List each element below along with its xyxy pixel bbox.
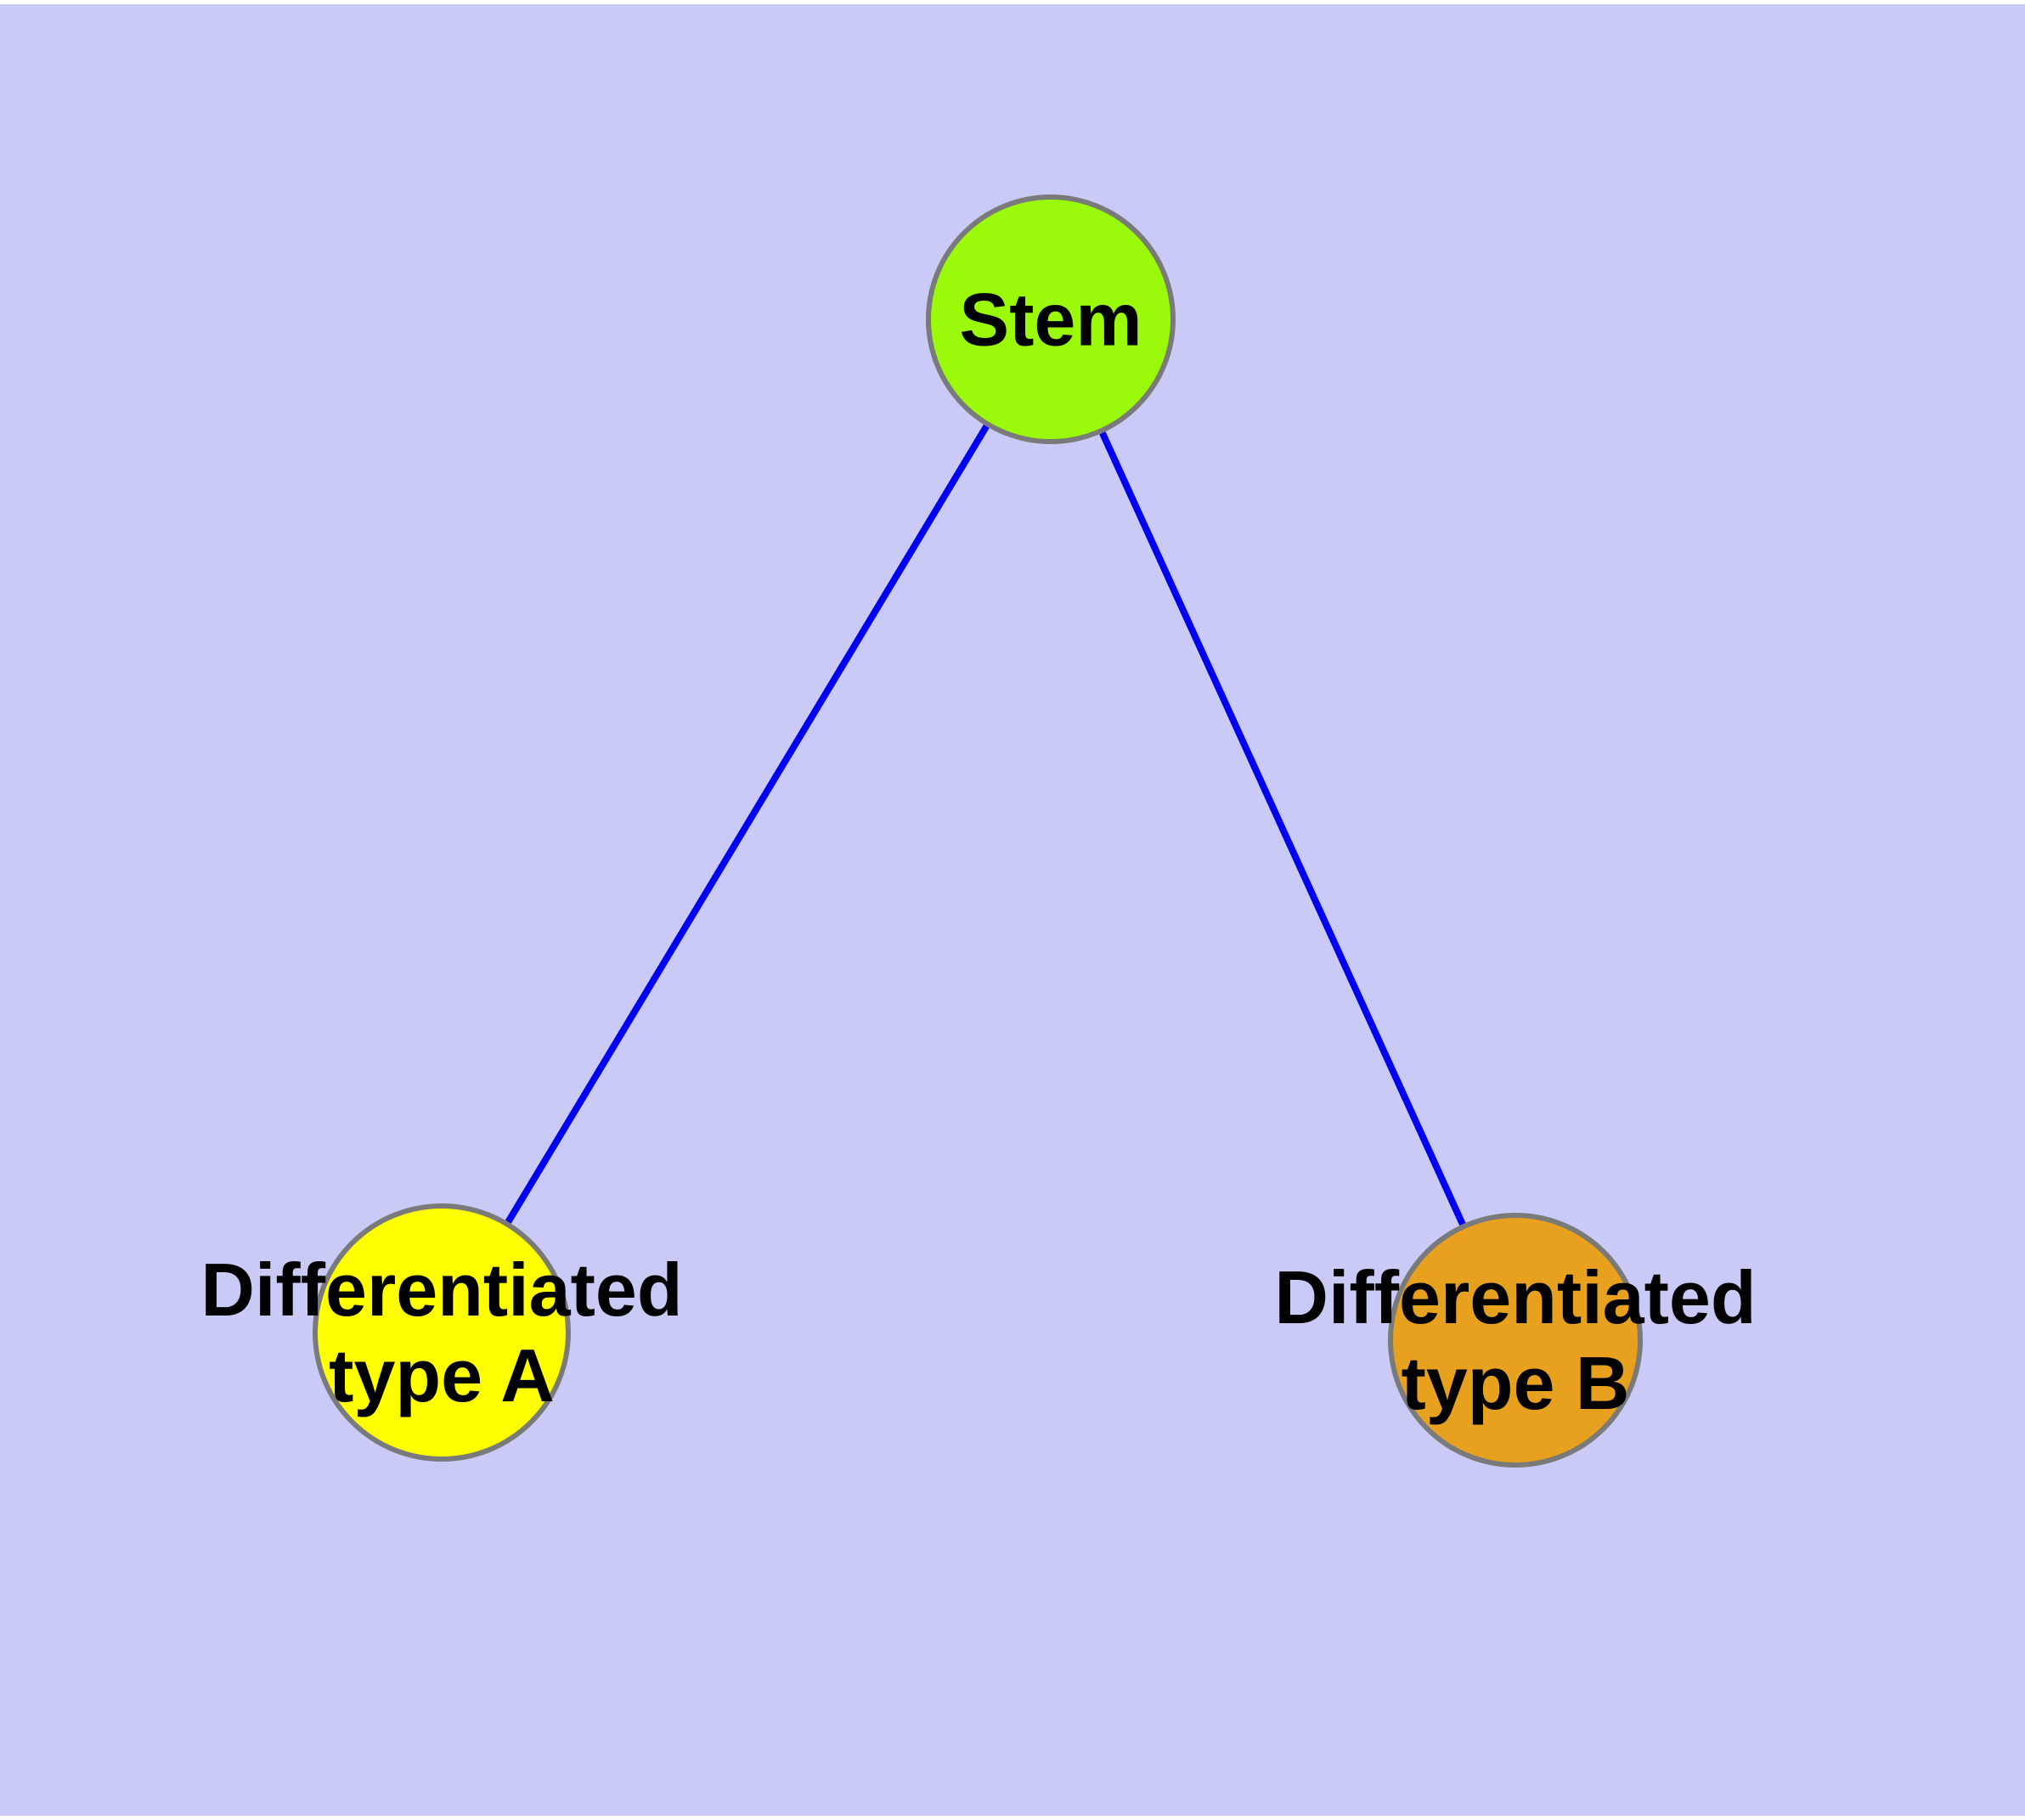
node-label-stem: Stem: [959, 277, 1142, 363]
edge-stem-diff-b: [1099, 431, 1466, 1226]
node-label-line: type B: [1401, 1341, 1630, 1425]
node-label-line: Differentiated: [200, 1248, 683, 1332]
node-diff-b: [1388, 1213, 1643, 1468]
node-label-line: type A: [329, 1333, 555, 1417]
node-diff-a: [313, 1203, 571, 1462]
node-label-line: Stem: [959, 277, 1142, 362]
edge-stem-diff-a: [505, 424, 990, 1224]
node-stem: [926, 194, 1176, 444]
node-label-line: Differentiated: [1274, 1255, 1757, 1339]
edge-layer: [505, 424, 1466, 1226]
